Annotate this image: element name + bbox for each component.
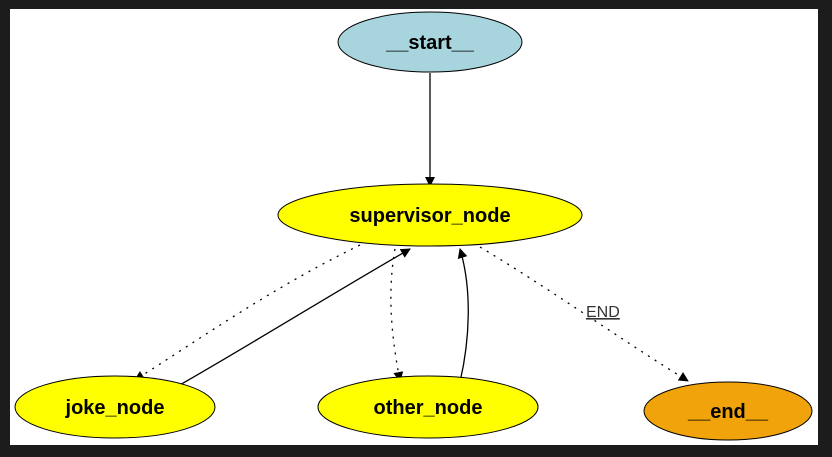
node-end[interactable]: __end__: [643, 381, 813, 441]
graph-diagram: END __start__ supervisor_node joke_node …: [14, 11, 813, 441]
node-end-label: __end__: [687, 401, 769, 423]
node-supervisor-label: supervisor_node: [349, 205, 510, 227]
node-joke[interactable]: joke_node: [14, 375, 216, 439]
node-start-label: __start__: [385, 32, 475, 54]
node-joke-label: joke_node: [65, 397, 165, 419]
node-other-shape: [317, 375, 539, 439]
node-joke-shape: [14, 375, 216, 439]
edge-label-end: END: [586, 304, 620, 321]
node-end-shape: [643, 381, 813, 441]
node-other[interactable]: other_node: [317, 375, 539, 439]
edge-supervisor-to-joke: [134, 244, 361, 381]
node-start[interactable]: __start__: [337, 11, 523, 73]
edge-supervisor-to-other: [390, 248, 404, 382]
graph-canvas: END __start__ supervisor_node joke_node …: [10, 9, 818, 445]
node-supervisor-shape: [277, 183, 583, 247]
edge-supervisor-to-end: END: [479, 246, 689, 382]
edge-joke-to-supervisor: [177, 248, 411, 387]
node-other-label: other_node: [374, 397, 483, 419]
node-start-shape: [337, 11, 523, 73]
edge-other-to-supervisor: [457, 248, 469, 383]
node-supervisor[interactable]: supervisor_node: [277, 183, 583, 247]
